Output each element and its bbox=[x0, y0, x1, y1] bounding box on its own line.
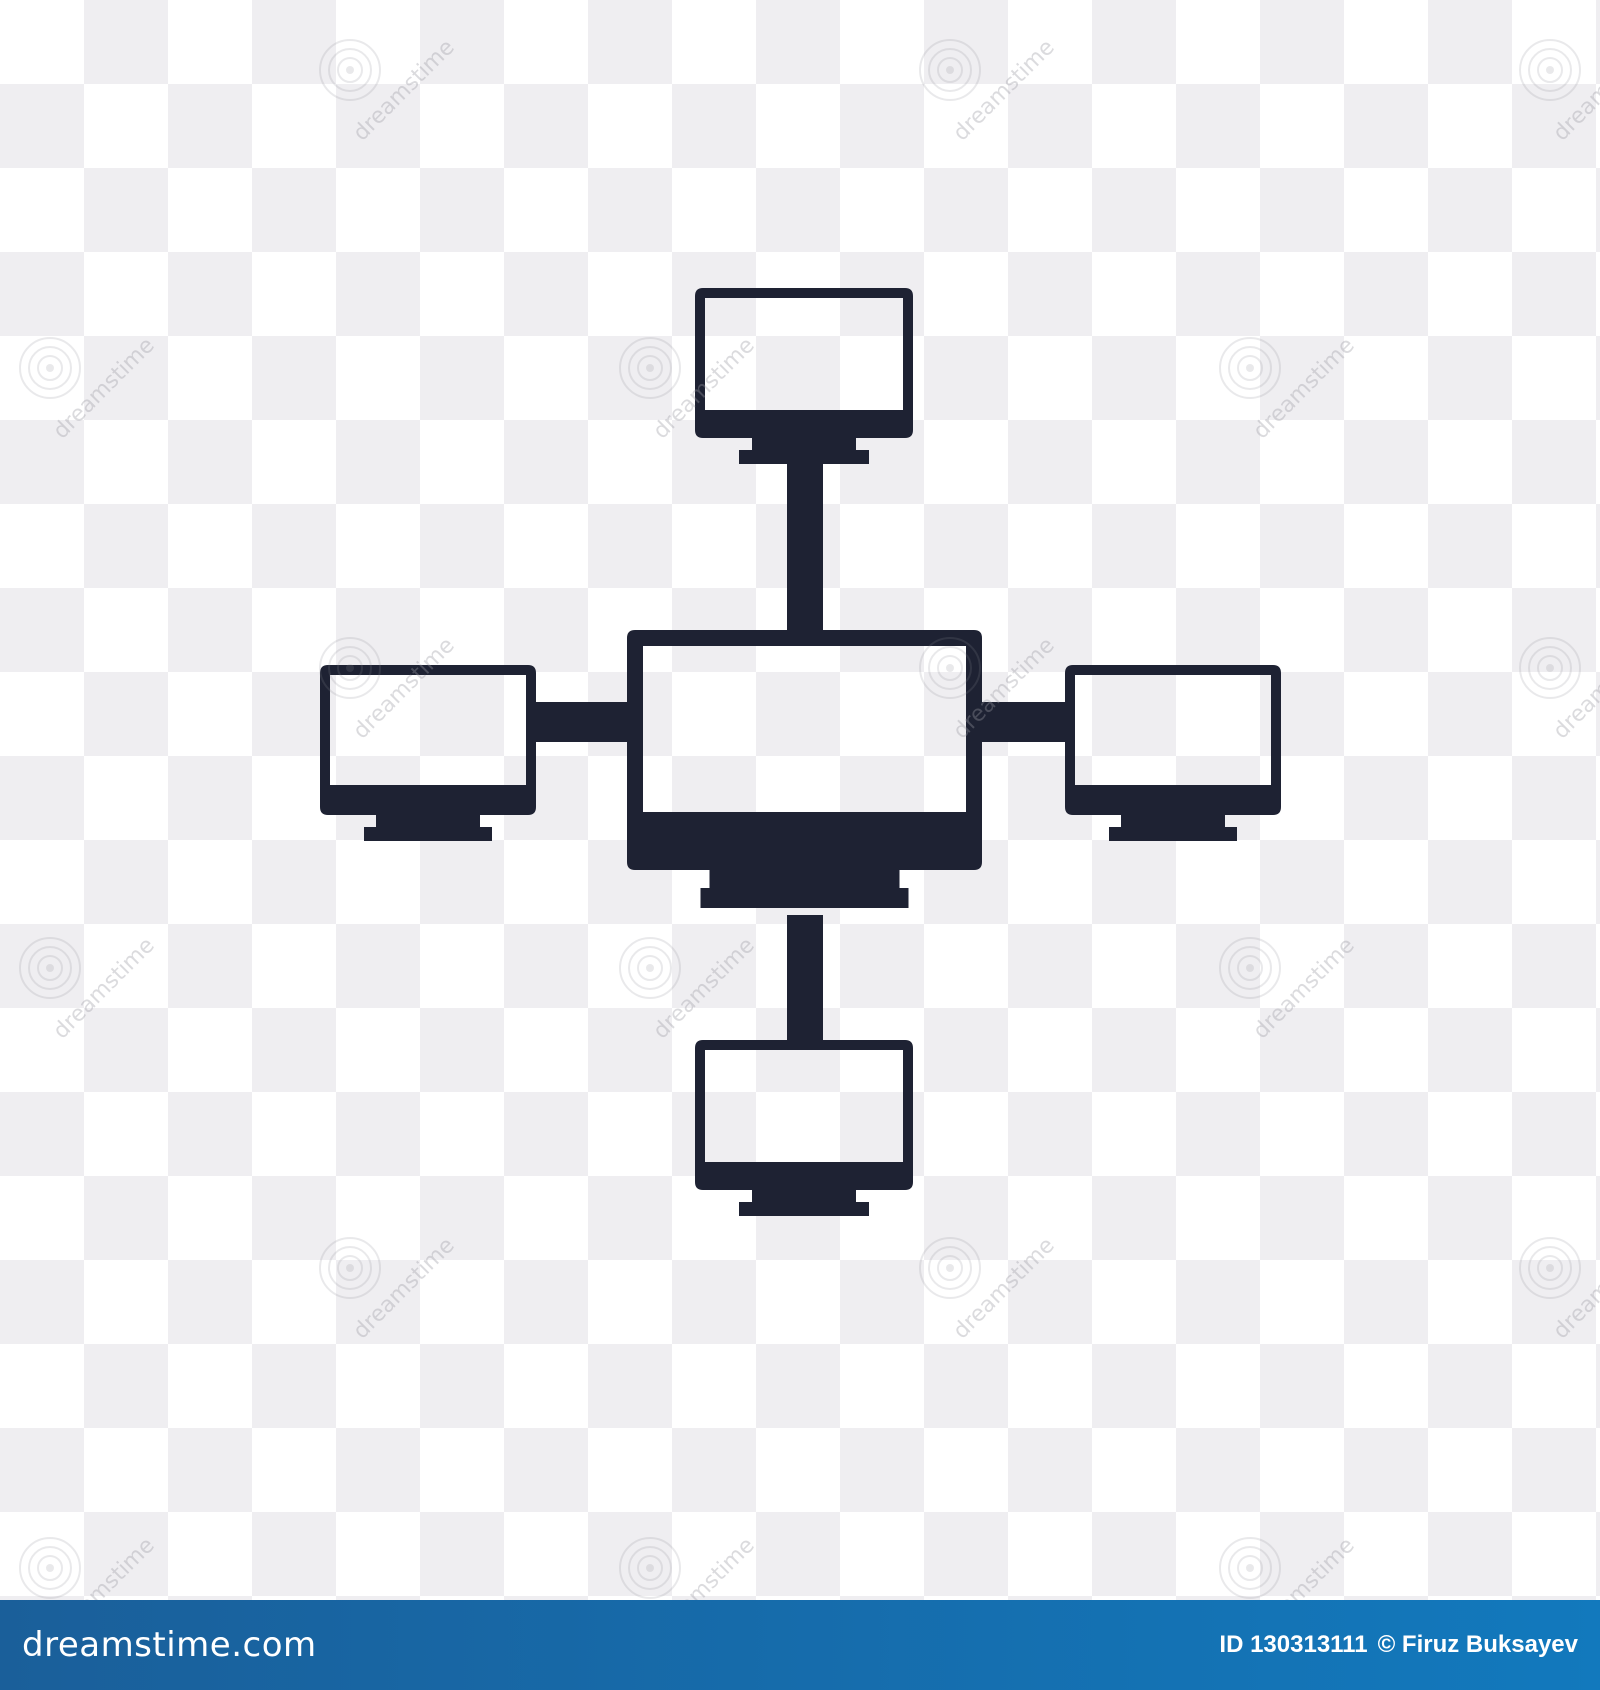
monitor-left-stand bbox=[376, 815, 480, 829]
footer-bar: dreamstime.com ID 130313111 © Firuz Buks… bbox=[0, 1600, 1600, 1690]
footer-credit: ID 130313111 © Firuz Buksayev bbox=[1219, 1631, 1578, 1659]
monitor-right-frame bbox=[1065, 665, 1281, 815]
connector-right bbox=[975, 702, 1070, 742]
connector-bottom bbox=[787, 915, 823, 1043]
monitor-right-foot bbox=[1109, 827, 1237, 841]
image-id: ID 130313111 bbox=[1219, 1631, 1368, 1658]
monitor-top-stand bbox=[752, 438, 856, 452]
monitor-bottom-frame bbox=[695, 1040, 913, 1190]
footer-logo[interactable]: dreamstime.com bbox=[22, 1625, 317, 1665]
monitor-bottom-stand bbox=[752, 1190, 856, 1204]
monitor-right-stand bbox=[1121, 815, 1225, 829]
monitor-main-frame bbox=[627, 630, 982, 870]
monitor-left-foot bbox=[364, 827, 492, 841]
monitor-main-foot bbox=[700, 888, 909, 908]
author-credit: © Firuz Buksayev bbox=[1377, 1631, 1578, 1658]
monitor-main-stand bbox=[709, 870, 900, 890]
monitor-top-foot bbox=[739, 450, 869, 464]
monitor-bottom-foot bbox=[739, 1202, 869, 1216]
transparency-checkerboard bbox=[0, 0, 1600, 1600]
monitor-left-frame bbox=[320, 665, 536, 815]
monitor-top-frame bbox=[695, 288, 913, 438]
connector-top bbox=[787, 460, 823, 635]
network-topology-icon bbox=[320, 288, 1281, 1216]
connector-left bbox=[530, 702, 630, 742]
